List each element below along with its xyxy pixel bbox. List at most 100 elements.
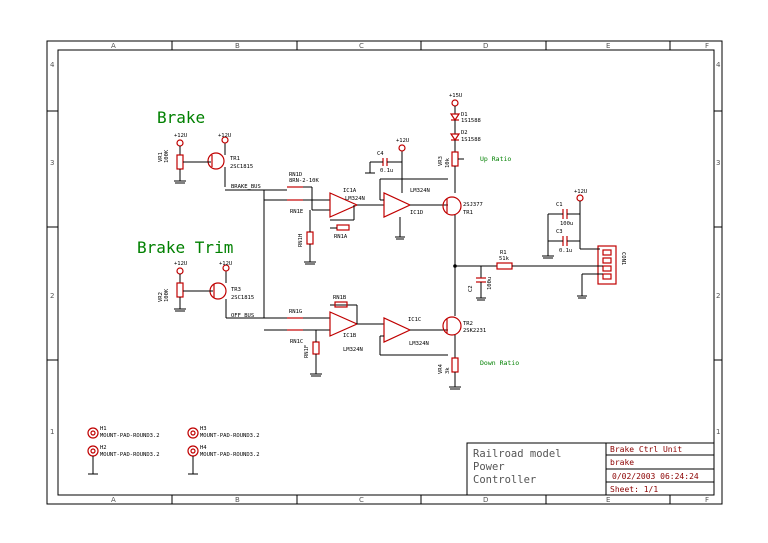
rn1b-ref: RN1B bbox=[333, 295, 347, 301]
row-label-1-left: 1 bbox=[50, 428, 54, 436]
tr1-part: 2SC1815 bbox=[230, 164, 253, 170]
tr1-ref: TR1 bbox=[230, 156, 240, 162]
r1-ref: R1 bbox=[500, 250, 507, 256]
c1-ref: C1 bbox=[556, 202, 563, 208]
col-label-c-top: C bbox=[359, 42, 364, 50]
vr4-value: 3k bbox=[445, 367, 451, 374]
title-line-2: Power bbox=[473, 461, 505, 473]
ic1d-opamp: LM324N IC1D bbox=[379, 178, 448, 240]
col-label-e-bottom: E bbox=[606, 496, 610, 504]
con1-connector: CON1 bbox=[540, 245, 626, 299]
col-label-b-top: B bbox=[235, 42, 240, 50]
resistor-network-upper: RN1D 8RN-2-10K RN1E RN1H bbox=[264, 172, 330, 265]
up-ratio-label: Up Ratio bbox=[480, 155, 511, 163]
vr2-ref: VR2 bbox=[158, 292, 164, 302]
vr2-supply-label: +12U bbox=[174, 261, 187, 267]
tr2-nmos: TR2 2SK2231 bbox=[442, 266, 486, 358]
row-label-1-right: 1 bbox=[716, 428, 720, 436]
c4-ref: C4 bbox=[377, 151, 384, 157]
title-line-3: Controller bbox=[473, 474, 536, 486]
ic1c-ref: IC1C bbox=[408, 317, 421, 323]
col-label-d-bottom: D bbox=[483, 496, 488, 504]
diodes: +15U D1 1S1588 D2 1S1588 bbox=[449, 93, 481, 152]
h4-part: MOUNT-PAD-ROUND3.2 bbox=[200, 452, 260, 458]
d2-part: 1S1588 bbox=[461, 137, 481, 143]
tr2-part: 2SK2231 bbox=[463, 328, 486, 334]
diode-supply-label: +15U bbox=[449, 93, 462, 99]
ic1b-opamp: RN1B IC1B LM324N bbox=[329, 295, 384, 353]
file-name: brake bbox=[610, 458, 634, 467]
h4-ref: H4 bbox=[200, 445, 207, 451]
ic1a-ref: IC1A bbox=[343, 188, 357, 194]
h2-ref: H2 bbox=[100, 445, 107, 451]
con1-ref: CON1 bbox=[620, 252, 626, 265]
row-label-4-right: 4 bbox=[716, 61, 721, 69]
r1-resistor: R1 51k bbox=[496, 250, 540, 270]
ic1b-part: LM324N bbox=[343, 347, 363, 353]
h1-part: MOUNT-PAD-ROUND3.2 bbox=[100, 433, 160, 439]
c2-ref: C2 bbox=[468, 285, 474, 292]
h3-ref: H3 bbox=[200, 426, 207, 432]
tr1-supply-label: +12U bbox=[218, 133, 231, 139]
down-ratio-label: Down Ratio bbox=[480, 359, 519, 367]
rn1a-ref: RN1A bbox=[334, 234, 348, 240]
c3-value: 0.1u bbox=[559, 248, 572, 254]
tr1-pmos: 2SJ377 TR1 bbox=[442, 196, 483, 266]
tr3-part: 2SC1815 bbox=[231, 295, 254, 301]
col-label-c-bottom: C bbox=[359, 496, 364, 504]
h2-part: MOUNT-PAD-ROUND3.2 bbox=[100, 452, 160, 458]
resistor-network-lower: RN1G RN1C RN1F bbox=[264, 309, 330, 377]
rn1d-ref: RN1D bbox=[289, 172, 302, 178]
vr2-potentiometer: +12U VR2 100K bbox=[158, 261, 206, 312]
d2-ref: D2 bbox=[461, 130, 468, 136]
row-label-3-right: 3 bbox=[716, 159, 720, 167]
ic1c-opamp: IC1C LM324N bbox=[379, 317, 448, 356]
c1-c3-capacitors: +12U C1 100u C3 0.1u bbox=[542, 189, 587, 259]
col-label-a-bottom: A bbox=[111, 496, 116, 504]
ic1a-part: LM324N bbox=[345, 196, 365, 202]
col-label-d-top: D bbox=[483, 42, 488, 50]
c4-capacitor: C4 0.1u +12U bbox=[365, 138, 409, 193]
brake-bus-label: BRAKE_BUS bbox=[231, 184, 261, 190]
ic1c-part: LM324N bbox=[409, 341, 429, 347]
rn1e-ref: RN1E bbox=[290, 209, 303, 215]
rn1g-ref: RN1G bbox=[289, 309, 302, 315]
h3-part: MOUNT-PAD-ROUND3.2 bbox=[200, 433, 260, 439]
row-label-3-left: 3 bbox=[50, 159, 54, 167]
drawing-name: Brake Ctrl Unit bbox=[610, 445, 682, 454]
row-label-4-left: 4 bbox=[50, 61, 55, 69]
vr3-up-ratio: VR3 10k bbox=[438, 151, 464, 193]
ic1a-opamp: IC1A LM324N RN1A bbox=[329, 188, 384, 240]
vr1-supply-label: +12U bbox=[174, 133, 187, 139]
c3-ref: C3 bbox=[556, 229, 563, 235]
r1-value: 51k bbox=[499, 256, 510, 262]
tr3-transistor: +12U TR3 2SC1815 bbox=[206, 261, 254, 318]
c1-supply-label: +12U bbox=[574, 189, 587, 195]
date-stamp: 0/02/2003 06:24:24 bbox=[612, 472, 699, 481]
d1-part: 1S1588 bbox=[461, 118, 481, 124]
h1-ref: H1 bbox=[100, 426, 107, 432]
title-line-1: Railroad model bbox=[473, 448, 562, 460]
tr1-transistor: +12U TR1 2SC1815 bbox=[197, 133, 253, 187]
c2-value: 100u bbox=[487, 277, 493, 290]
ic1d-part: LM324N bbox=[410, 188, 430, 194]
title-block: Railroad model Power Controller Brake Ct… bbox=[466, 442, 715, 496]
vr1-potentiometer: +12U VR1 100K bbox=[158, 133, 197, 184]
rn1f-ref: RN1F bbox=[304, 345, 310, 358]
vr1-value: 100K bbox=[164, 149, 170, 163]
row-label-2-left: 2 bbox=[50, 292, 54, 300]
vr3-value: 10k bbox=[445, 157, 451, 168]
rn1-part-upper: 8RN-2-10K bbox=[289, 178, 319, 184]
col-label-a-top: A bbox=[111, 42, 116, 50]
c2-capacitor: C2 100u bbox=[468, 266, 493, 301]
rn1c-ref: RN1C bbox=[290, 339, 303, 345]
tr3-ref: TR3 bbox=[231, 287, 241, 293]
sheet-number: Sheet: 1/1 bbox=[610, 485, 658, 494]
vr3-ref: VR3 bbox=[438, 156, 444, 166]
brake-title: Brake bbox=[157, 108, 205, 127]
tr1b-part: 2SJ377 bbox=[463, 202, 483, 208]
c4-value: 0.1u bbox=[380, 168, 393, 174]
brake-trim-title: Brake Trim bbox=[137, 238, 233, 257]
c1-value: 100u bbox=[560, 221, 573, 227]
